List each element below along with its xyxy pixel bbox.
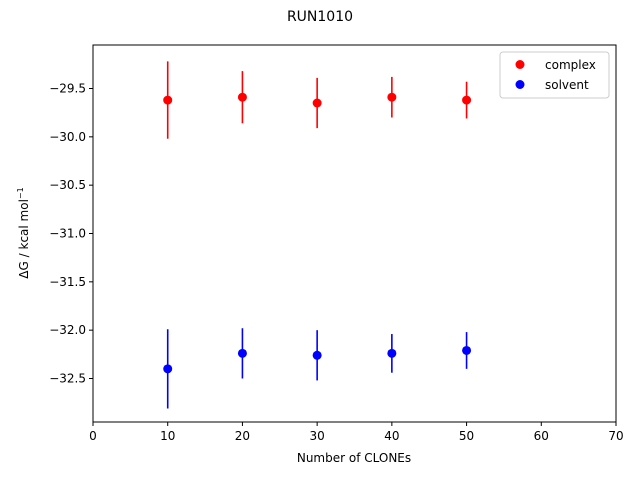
x-tick-label: 0 xyxy=(89,429,97,443)
y-tick-label: −31.5 xyxy=(49,275,86,289)
y-tick-label: −31.0 xyxy=(49,227,86,241)
x-tick-label: 40 xyxy=(384,429,399,443)
legend-marker xyxy=(515,80,525,89)
x-tick-label: 20 xyxy=(235,429,250,443)
y-tick-label: −30.0 xyxy=(49,130,86,144)
data-point xyxy=(163,95,173,105)
chart-title: RUN1010 xyxy=(287,9,353,25)
legend-frame xyxy=(499,51,610,99)
y-axis-label-main: ΔG / kcal mol xyxy=(17,199,31,279)
data-point xyxy=(387,92,397,102)
y-axis-label-sup: −1 xyxy=(16,187,25,199)
y-axis-label: ΔG / kcal mol−1 xyxy=(16,187,31,278)
data-point xyxy=(462,345,472,355)
y-axis: −32.5 −32.0 −31.5 −31.0 −30.5 −30.0 −29.5 xyxy=(49,82,93,386)
y-tick-label: −32.0 xyxy=(49,323,86,337)
legend-marker xyxy=(515,60,525,69)
x-tick-label: 10 xyxy=(160,429,175,443)
legend-entry: solvent xyxy=(545,78,589,92)
data-point xyxy=(163,364,173,374)
x-axis: 0 10 20 30 40 50 60 70 xyxy=(89,422,624,443)
y-tick-label: −29.5 xyxy=(49,82,86,96)
data-point xyxy=(312,98,322,108)
y-tick-label: −32.5 xyxy=(49,372,86,386)
series-complex xyxy=(163,61,472,139)
series-solvent xyxy=(163,328,472,409)
data-point xyxy=(237,348,247,358)
data-point xyxy=(387,348,397,358)
x-tick-label: 50 xyxy=(459,429,474,443)
legend-entry: complex xyxy=(545,58,596,72)
series-layer xyxy=(163,61,472,409)
x-tick-label: 70 xyxy=(608,429,623,443)
y-tick-label: −30.5 xyxy=(49,178,86,192)
data-point xyxy=(312,350,322,360)
data-point xyxy=(462,95,472,105)
x-axis-label: Number of CLONEs xyxy=(297,451,411,465)
x-tick-label: 30 xyxy=(310,429,325,443)
data-point xyxy=(237,92,247,102)
x-tick-label: 60 xyxy=(534,429,549,443)
legend: complex solvent xyxy=(499,51,610,99)
